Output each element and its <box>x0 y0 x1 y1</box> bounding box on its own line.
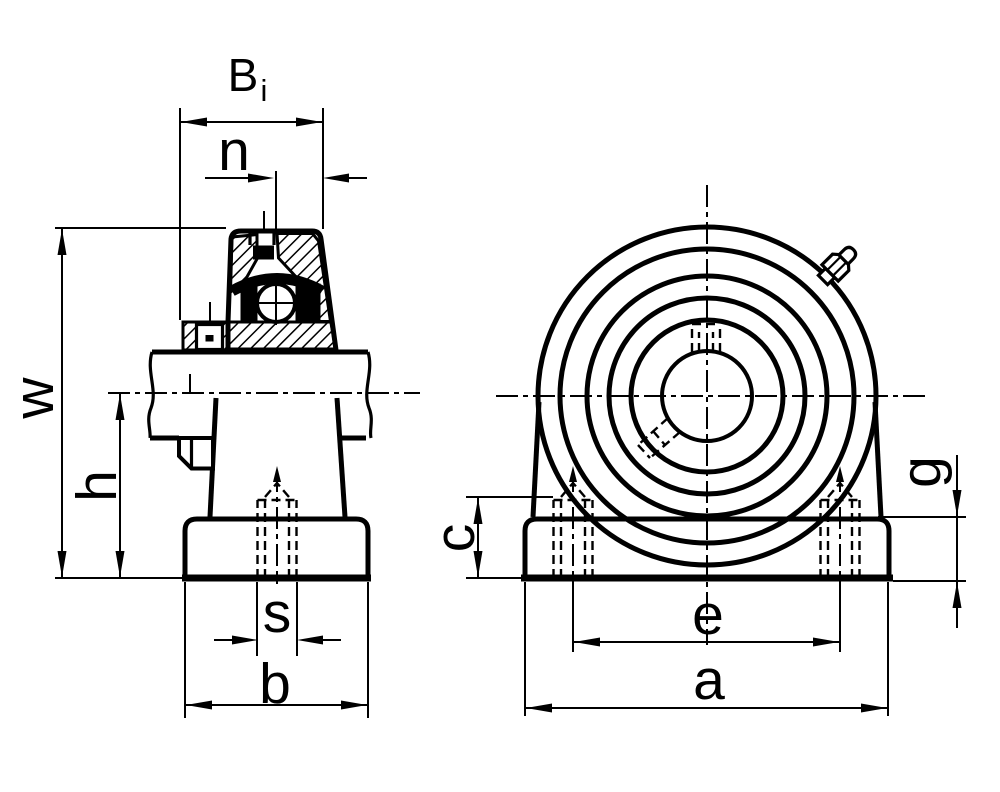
dimension-b: b <box>184 582 369 718</box>
grease-fitting-icon <box>816 245 858 287</box>
dim-label-s: s <box>263 581 292 645</box>
dim-label-w: w <box>2 377 66 420</box>
dimension-Bi: B i <box>179 49 324 320</box>
dim-label-Bi: B <box>228 49 259 101</box>
dim-label-b: b <box>259 652 291 716</box>
ring-block-right <box>295 283 321 323</box>
dimension-w: w <box>2 227 226 579</box>
dim-label-h: h <box>65 470 129 502</box>
tapped-hole-front-left <box>552 466 594 584</box>
dimension-s: s <box>214 581 341 656</box>
dim-label-n: n <box>218 119 250 183</box>
dim-label-g: g <box>889 456 953 488</box>
tapped-hole-side <box>256 466 298 584</box>
pedestal-side-left <box>530 401 542 518</box>
front-view: c g e a <box>423 185 966 716</box>
dim-label-Bi-subscript: i <box>261 73 268 108</box>
collar-lower-half <box>177 436 215 471</box>
dimension-e: e <box>572 583 841 652</box>
dim-label-c: c <box>423 524 487 553</box>
set-screw-hidden-lines <box>637 417 681 459</box>
dimension-g: g <box>878 455 966 628</box>
pedestal-side-right <box>872 401 884 518</box>
shaft-break-right <box>365 351 373 439</box>
dimension-n: n <box>205 119 367 230</box>
side-view: B i n w h <box>2 49 420 718</box>
locking-collar <box>177 302 230 471</box>
shaft-break-left <box>147 351 155 439</box>
tapped-hole-front-right <box>819 466 861 584</box>
dimension-c: c <box>423 496 553 579</box>
hole-axis-arrow <box>273 466 281 482</box>
ring-block-left <box>240 283 258 323</box>
seal-section-left <box>228 232 259 295</box>
dim-label-e: e <box>692 583 724 647</box>
dimension-a: a <box>524 582 889 716</box>
dim-label-a: a <box>693 648 725 712</box>
inner-ring-section <box>226 320 338 352</box>
keyway-hidden-lines <box>690 322 722 352</box>
lube-passage <box>253 245 274 260</box>
shaft <box>108 349 420 441</box>
set-screw-socket <box>205 335 214 342</box>
bearing-section <box>225 211 339 353</box>
dimension-h: h <box>65 394 129 577</box>
